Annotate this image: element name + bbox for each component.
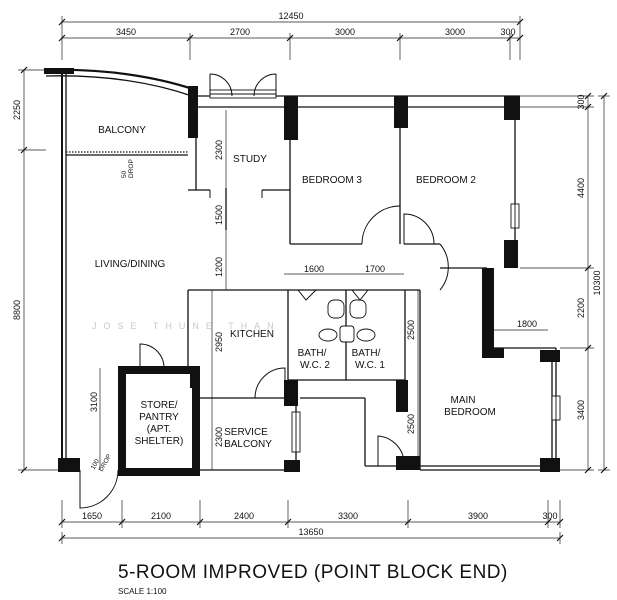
label-kitchen: KITCHEN [230,329,274,340]
dim-bottom-6: 300 [542,511,557,521]
label-bath-2-b: W.C. 2 [300,360,330,371]
dim-top-1: 3450 [116,27,136,37]
windows [209,89,561,453]
dim-bottom-2: 2100 [151,511,171,521]
dim-right-4: 3400 [576,400,586,420]
label-study: STUDY [233,154,267,165]
dim-right-3: 2200 [576,298,586,318]
label-store-d: SHELTER) [135,436,184,447]
dim-bottom-4: 3300 [338,511,358,521]
label-bedroom-3: BEDROOM 3 [302,175,362,186]
drop-annotations: 50 DROP 100 DROP [90,159,135,473]
dim-top-3: 3000 [335,27,355,37]
dim-right-1: 300 [576,94,586,109]
plan-title: 5-ROOM IMPROVED (POINT BLOCK END) [118,562,508,583]
dim-left-2: 8800 [12,300,22,320]
drop-balcony-value: 50 [121,170,128,178]
dimension-labels: 12450 3450 2700 3000 3000 300 1650 2100 … [12,11,602,537]
label-balcony: BALCONY [98,125,146,136]
watermark: JOSE THUNE THAN [92,321,281,331]
dim-top-2: 2700 [230,27,250,37]
dim-top-4: 3000 [445,27,465,37]
dim-2500-b: 2500 [406,414,416,434]
label-main-b: BEDROOM [444,407,496,418]
label-main-a: MAIN [451,395,476,406]
drop-balcony-label: DROP [128,159,135,178]
dim-service-2300: 2300 [214,427,224,447]
label-service-b: BALCONY [224,439,272,450]
dim-top-total: 12450 [278,11,303,21]
scale-label: SCALE 1:100 [118,587,167,596]
dim-left-1: 2250 [12,100,22,120]
drop-entrance-value: 100 [90,458,102,471]
dim-1800: 1800 [517,319,537,329]
dim-study-2300: 2300 [214,140,224,160]
label-bath-1-a: BATH/ [352,348,381,359]
dim-kitchen-2950: 2950 [214,332,224,352]
dimension-lines [18,16,610,544]
dim-bottom-1: 1650 [82,511,102,521]
dim-top-5: 300 [500,27,515,37]
bath-fixtures [318,299,376,343]
dim-study-1500: 1500 [214,205,224,225]
dim-2500-a: 2500 [406,320,416,340]
label-store-c: (APT. [147,424,171,435]
label-bath-1-b: W.C. 1 [355,360,385,371]
dim-1200: 1200 [214,257,224,277]
dim-bottom-total: 13650 [298,527,323,537]
dimension-ticks [20,18,608,542]
structural-walls [44,68,560,476]
label-store-b: PANTRY [139,412,179,423]
dim-bottom-5: 3900 [468,511,488,521]
label-living-dining: LIVING/DINING [95,259,166,270]
dim-right-2: 4400 [576,178,586,198]
door-swings [79,73,449,509]
label-service-a: SERVICE [224,427,268,438]
dim-right-total: 10300 [592,270,602,295]
room-labels: BALCONY STUDY BEDROOM 3 BEDROOM 2 LIVING… [95,125,496,450]
label-bedroom-2: BEDROOM 2 [416,175,476,186]
dim-bath2-1600: 1600 [304,264,324,274]
dim-bottom-3: 2400 [234,511,254,521]
label-bath-2-a: BATH/ [298,348,327,359]
label-store-a: STORE/ [140,400,177,411]
dim-store-3100: 3100 [89,392,99,412]
dim-bath1-1700: 1700 [365,264,385,274]
